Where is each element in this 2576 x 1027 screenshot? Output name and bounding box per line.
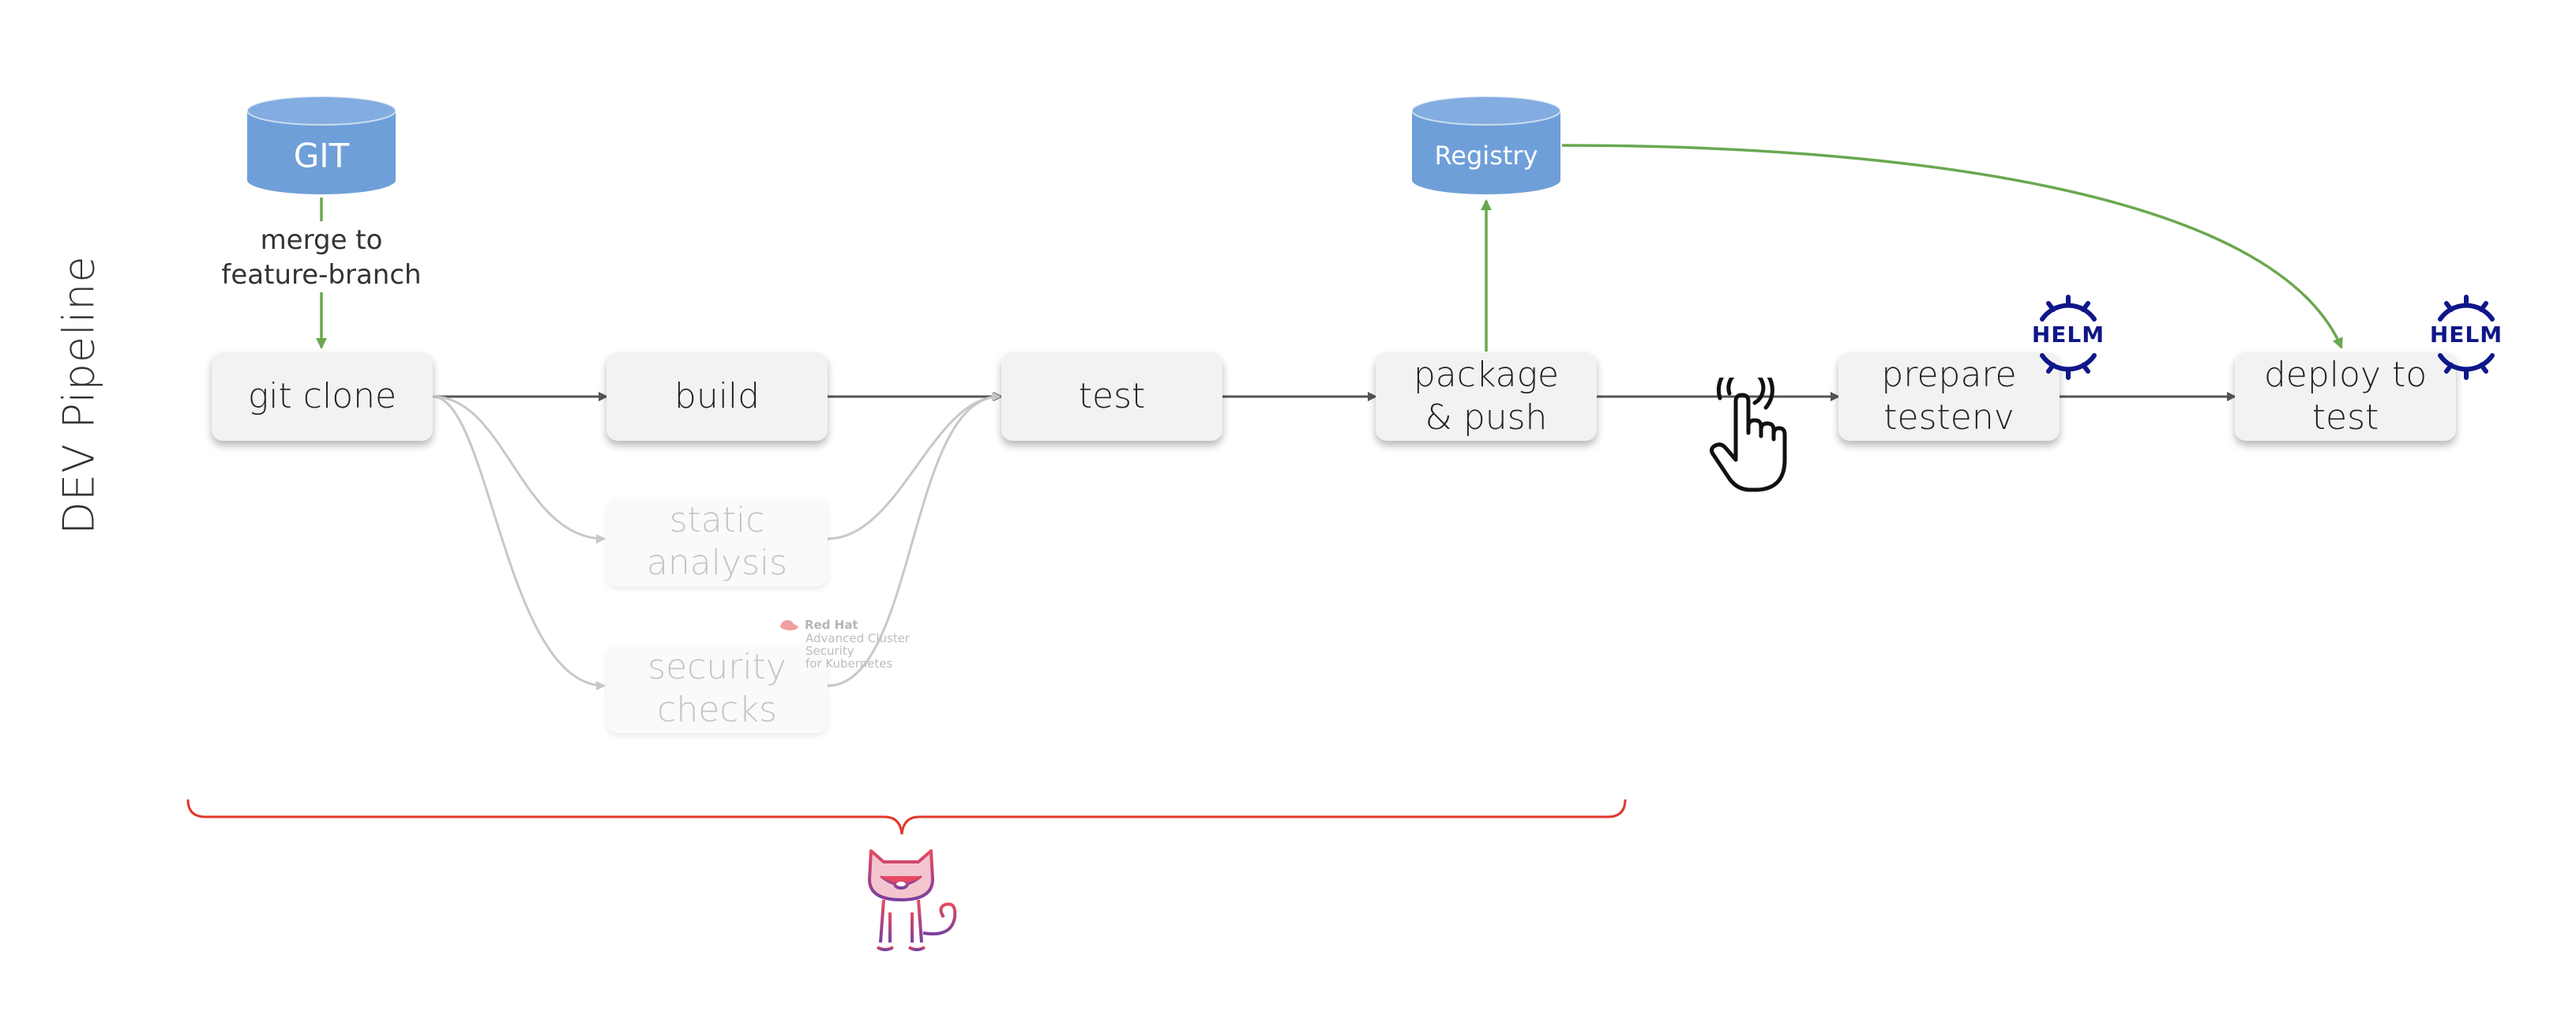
redhat-product-text: Advanced Cluster Security for Kubernetes <box>805 631 911 671</box>
faded-branch-arrows <box>432 392 1001 690</box>
arrow-gitclone-static <box>432 395 606 544</box>
step-git-clone-label: git clone <box>247 376 397 416</box>
step-test-label: test <box>1078 376 1146 416</box>
step-static-analysis[interactable]: static analysis <box>606 498 828 586</box>
helm-logo-text: HELM <box>2429 322 2503 348</box>
step-git-clone[interactable]: git clone <box>212 352 433 441</box>
step-build-label: build <box>674 376 760 416</box>
pipeline-title: DEV Pipeline <box>54 255 104 535</box>
arrow-gitclone-security <box>432 395 606 690</box>
arrow-security-test <box>827 392 1001 687</box>
redhat-brand-text: Red Hat <box>805 618 858 632</box>
helm-logo-deploy: HELM <box>2423 294 2510 381</box>
step-test[interactable]: test <box>1001 352 1222 441</box>
step-prepare-testenv[interactable]: prepare testenv <box>1838 352 2060 441</box>
helm-logo-text: HELM <box>2031 322 2105 348</box>
step-prepare-testenv-label: prepare testenv <box>1881 355 2017 438</box>
helm-logo-prepare: HELM <box>2025 294 2112 381</box>
step-security-checks-label: security checks <box>648 647 787 730</box>
step-static-analysis-label: static analysis <box>646 500 788 583</box>
git-database-icon <box>246 96 396 194</box>
arrow-static-test <box>827 392 1001 540</box>
registry-database-label: Registry <box>1434 141 1538 171</box>
step-package-push[interactable]: package & push <box>1376 352 1597 441</box>
merge-label: merge to feature-branch <box>221 223 422 292</box>
step-build[interactable]: build <box>606 352 828 441</box>
helm-wheel-icon <box>2040 295 2097 380</box>
step-security-checks[interactable]: security checks <box>606 645 828 733</box>
step-deploy-to-test-label: deploy to test <box>2263 355 2428 438</box>
hand-pointer-icon[interactable] <box>1706 378 1793 496</box>
stage-brace <box>186 799 1627 835</box>
helm-wheel-icon <box>2438 295 2495 380</box>
step-package-push-label: package & push <box>1413 355 1560 438</box>
tekton-cat-icon <box>868 849 957 951</box>
step-deploy-to-test[interactable]: deploy to test <box>2235 352 2456 441</box>
redhat-acs-logo: Red Hat Advanced Cluster Security for Ku… <box>778 618 910 670</box>
git-database-label: GIT <box>293 136 350 175</box>
green-arrows <box>316 144 2343 352</box>
arrow-registry-deploy <box>1561 144 2343 349</box>
redhat-hat-icon <box>780 619 798 630</box>
registry-database-icon <box>1411 96 1561 194</box>
